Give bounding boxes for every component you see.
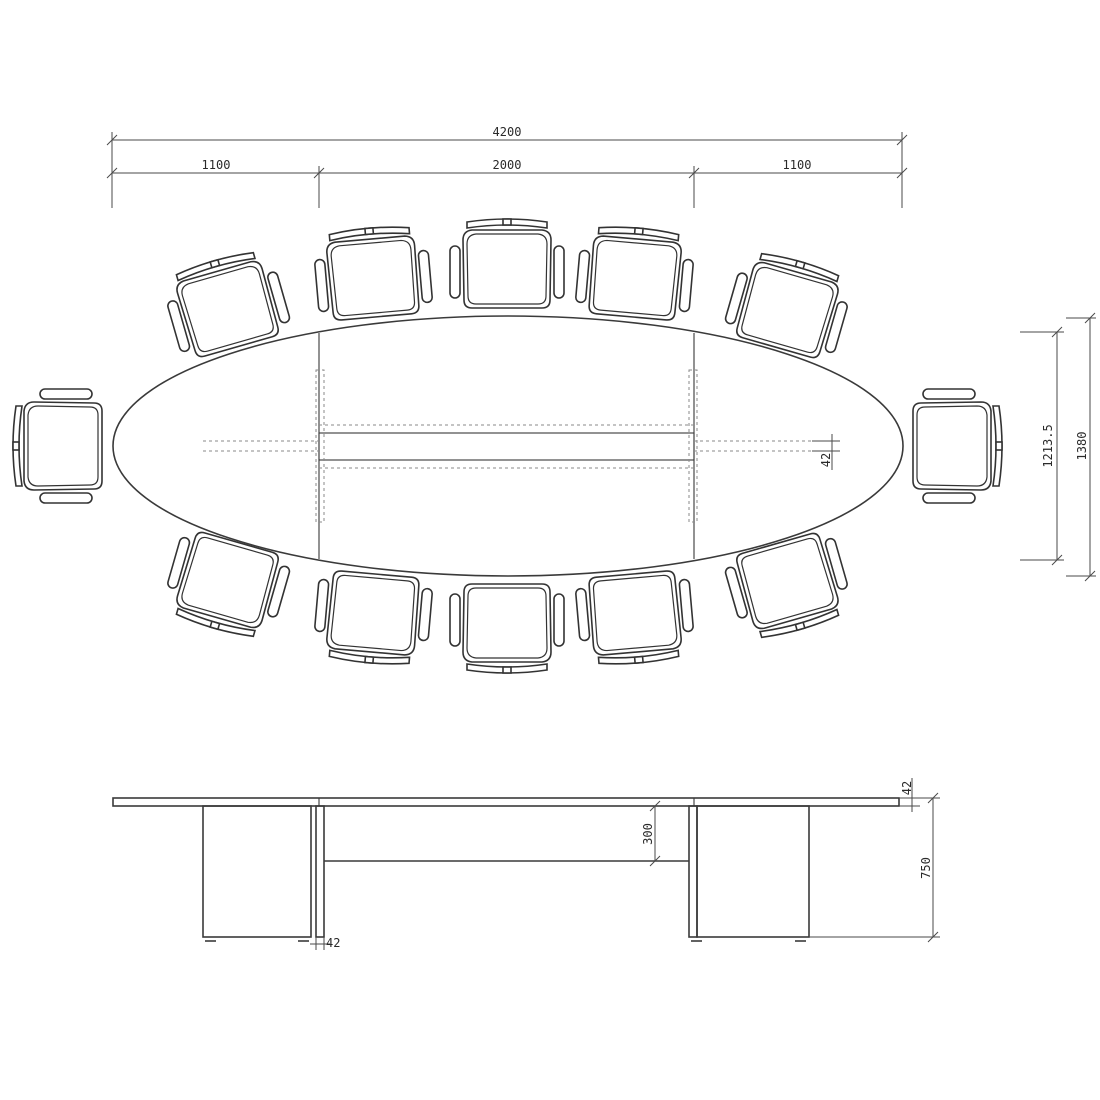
chair [912, 388, 1003, 504]
dimension-beam: 42 [812, 434, 840, 470]
dimension-end-right-label: 1100 [783, 158, 812, 172]
dimension-height-label: 750 [919, 857, 933, 879]
table-top-elevation [112, 797, 900, 807]
table-top-plan [112, 315, 904, 577]
chair [311, 222, 435, 323]
dimension-inner-depth-label: 1213.5 [1041, 424, 1055, 467]
chair [449, 218, 565, 309]
elevation-view: 300 42 750 42 [112, 778, 940, 950]
dimension-depth: 1213.5 1380 [1020, 312, 1096, 582]
chair [573, 222, 697, 323]
chair [449, 583, 565, 674]
left-leg-panel [315, 805, 325, 938]
dimension-middle-label: 2000 [493, 158, 522, 172]
dimension-segments: 1100 2000 1100 [106, 158, 908, 208]
chair [311, 568, 435, 669]
plan-view: 4200 1100 2000 1100 [12, 125, 1096, 674]
dimension-beam-label: 42 [819, 453, 833, 467]
dimension-leg-thickness-label: 42 [326, 936, 340, 950]
dimension-outer-depth-label: 1380 [1075, 432, 1089, 461]
dimension-overall: 4200 [106, 125, 908, 208]
left-pedestal [202, 805, 312, 938]
right-leg-panel [688, 805, 698, 938]
dimension-overall-label: 4200 [493, 125, 522, 139]
dimension-top-thickness: 42 [899, 778, 940, 812]
dimension-leg-thickness: 42 [310, 936, 340, 950]
right-pedestal [696, 805, 810, 938]
dimension-panel-height-label: 300 [641, 823, 655, 845]
dimension-height: 750 [809, 792, 940, 943]
dimension-panel-height: 300 [641, 800, 661, 867]
chair [573, 568, 697, 669]
dimension-top-thickness-label: 42 [900, 781, 914, 795]
chair [12, 388, 103, 504]
dimension-end-left-label: 1100 [202, 158, 231, 172]
